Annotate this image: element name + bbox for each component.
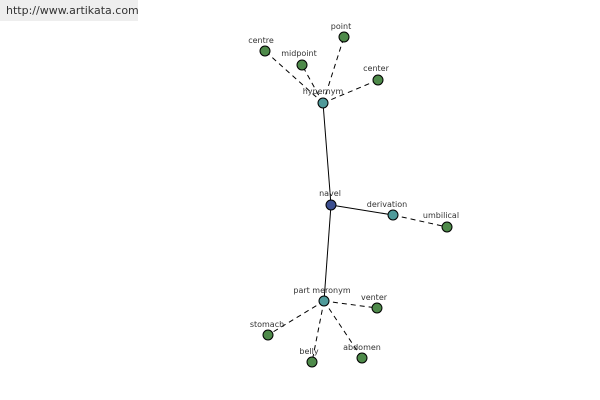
node-navel[interactable] <box>325 199 337 211</box>
node-hypernym[interactable] <box>317 97 329 109</box>
edge-meronym-stomach <box>267 300 325 336</box>
edge-meronym-abdomen <box>323 300 363 359</box>
node-midpoint[interactable] <box>296 59 308 71</box>
label-part-meronym: part meronym <box>293 286 350 295</box>
node-belly[interactable] <box>306 356 318 368</box>
label-center: center <box>363 64 389 73</box>
node-derivation[interactable] <box>387 209 399 221</box>
edge-meronym-belly <box>311 300 325 363</box>
node-centre[interactable] <box>259 45 271 57</box>
edge-hypernym-midpoint <box>301 64 324 104</box>
label-umbilical: umbilical <box>423 211 459 220</box>
label-venter: venter <box>361 293 388 302</box>
edge-navel-hypernym <box>322 102 332 206</box>
edge-derivation-umbilical <box>392 214 448 228</box>
node-abdomen[interactable] <box>356 352 368 364</box>
label-centre: centre <box>248 36 274 45</box>
label-belly: belly <box>299 347 318 356</box>
edge-hypernym-centre <box>264 50 324 104</box>
node-venter[interactable] <box>371 302 383 314</box>
edge-navel-derivation <box>330 204 394 216</box>
edge-navel-part-meronym <box>323 204 332 302</box>
edge-hypernym-center <box>322 79 379 104</box>
node-center[interactable] <box>372 74 384 86</box>
label-abdomen: abdomen <box>343 343 381 352</box>
edge-meronym-venter <box>323 300 378 309</box>
watermark-link[interactable]: http://www.artikata.com <box>0 0 139 21</box>
label-hypernym: hypernym <box>303 87 344 96</box>
label-derivation: derivation <box>367 200 407 209</box>
label-stomach: stomach <box>250 320 284 329</box>
label-midpoint: midpoint <box>281 49 317 58</box>
node-point[interactable] <box>338 31 350 43</box>
node-part-meronym[interactable] <box>318 295 330 307</box>
label-point: point <box>331 22 351 31</box>
node-stomach[interactable] <box>262 329 274 341</box>
edge-hypernym-point <box>322 36 345 104</box>
node-umbilical[interactable] <box>441 221 453 233</box>
label-navel: navel <box>319 189 341 198</box>
